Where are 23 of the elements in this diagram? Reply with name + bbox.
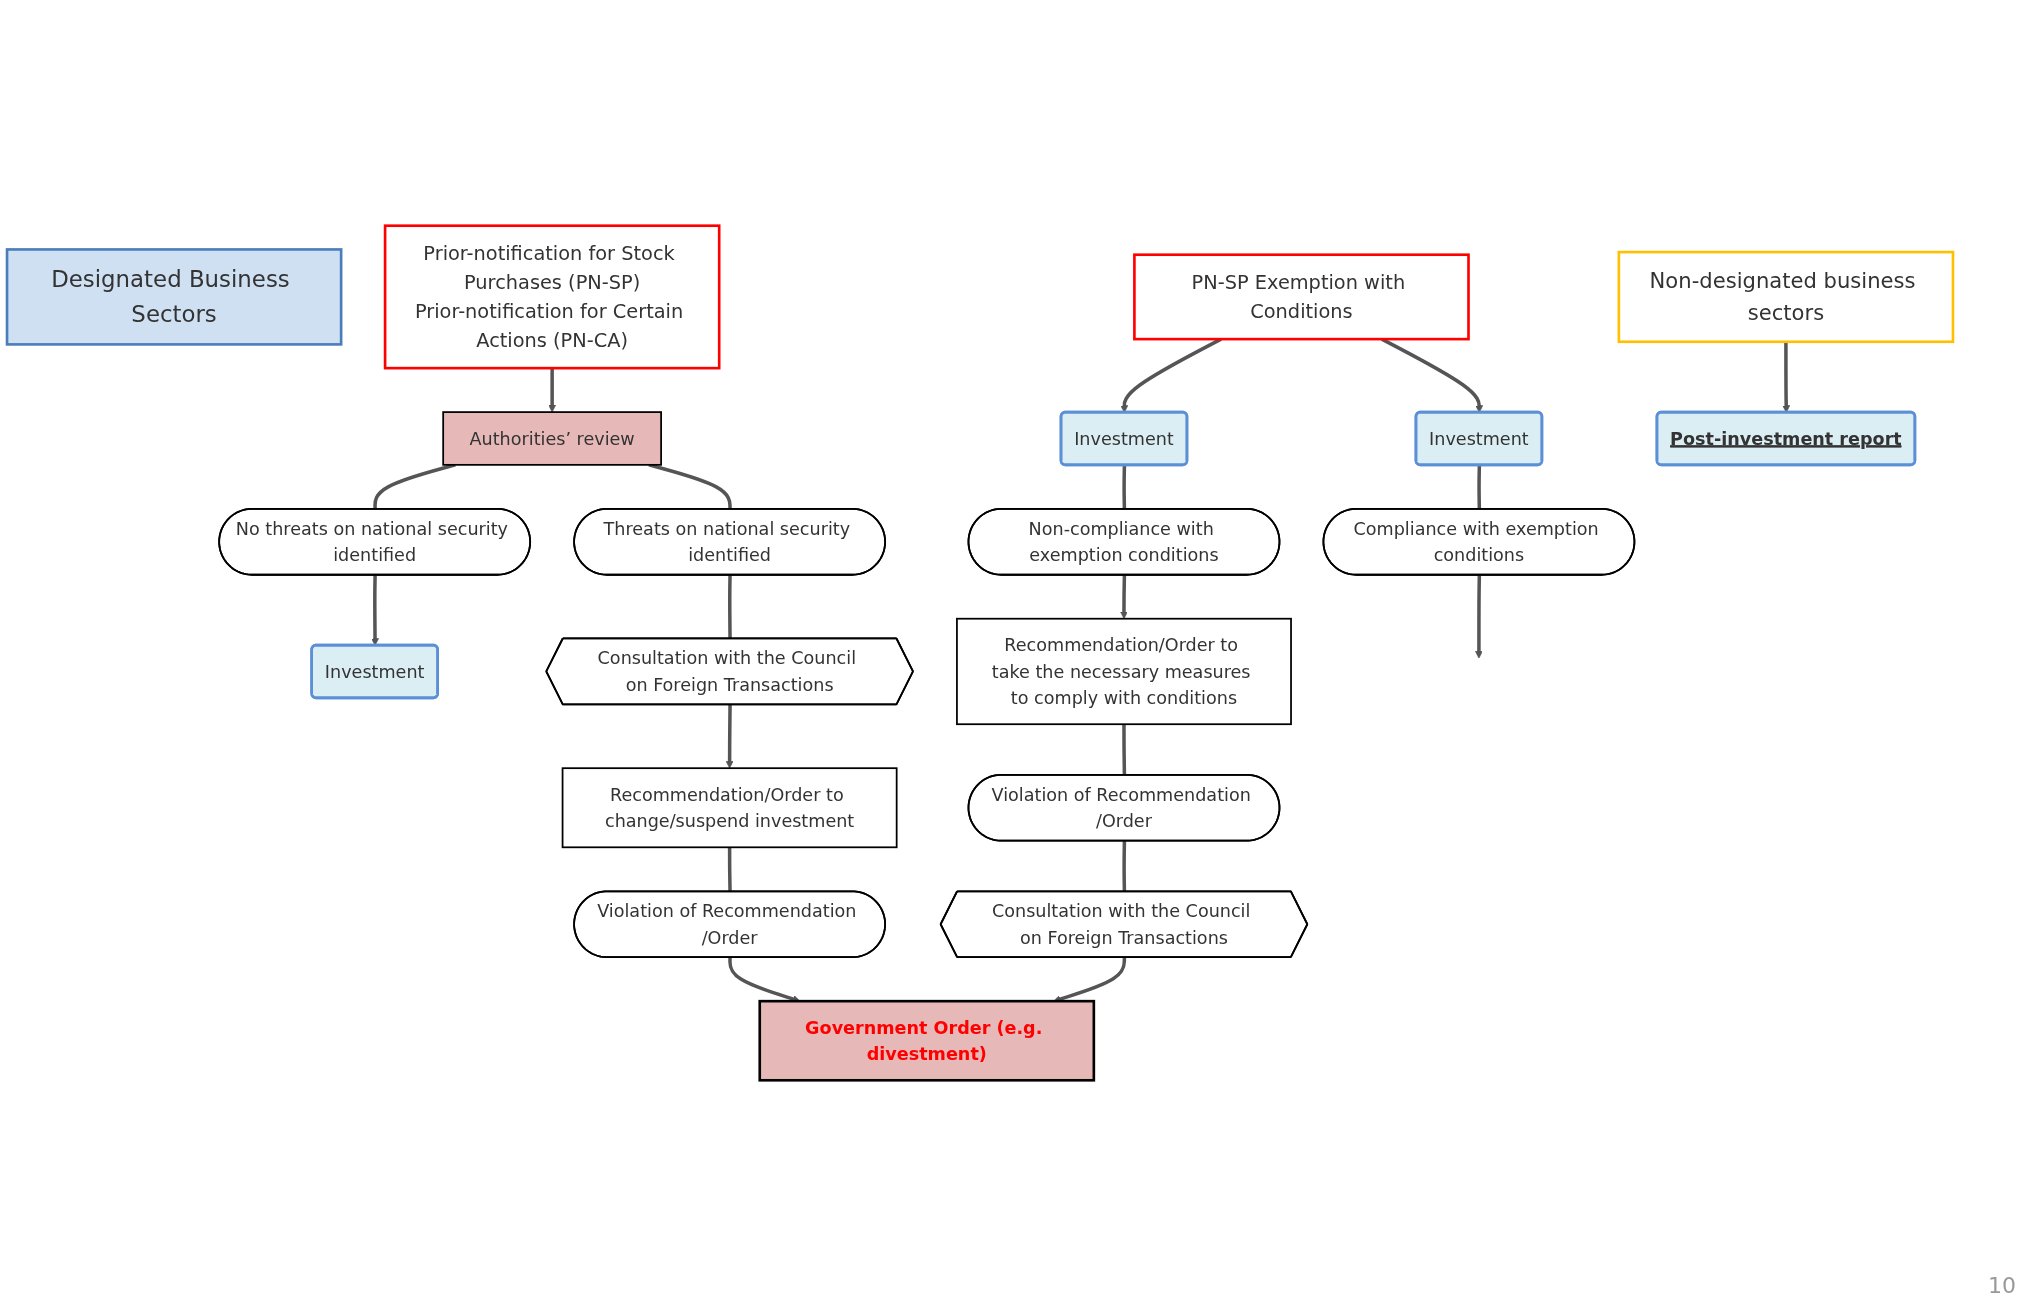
connector [1122,724,1127,776]
arrow [371,575,379,646]
node-box: Government Order (e.g. divestment) [758,999,1096,1082]
node-box: Designated Business Sectors [5,248,343,346]
page-number: 10 [1988,1273,2016,1298]
connector [1122,465,1127,510]
arrow [548,368,556,413]
connector [728,575,732,639]
arrow [1475,575,1483,659]
connector [727,847,732,892]
connector [1122,841,1127,892]
arrow [1782,341,1791,413]
node-box: Non-designated business sectors [1617,250,1955,344]
node-box: Recommendation/Order to change/suspend investment [561,767,898,849]
connector [373,463,456,510]
connector [648,463,732,510]
node-box: PN-SP Exemption with Conditions [1133,253,1470,341]
arrow [725,704,734,769]
connector [1477,465,1482,510]
node-box: Recommendation/Order to take the necessary measures to comply with conditions [956,617,1292,726]
node-box: Authorities’ review [442,411,662,466]
node-box: Prior-notification for Stock Purchases (PN-SP) Prior-notification for Certain Actions (PN-CA) [383,224,721,370]
arrow [1120,575,1128,620]
